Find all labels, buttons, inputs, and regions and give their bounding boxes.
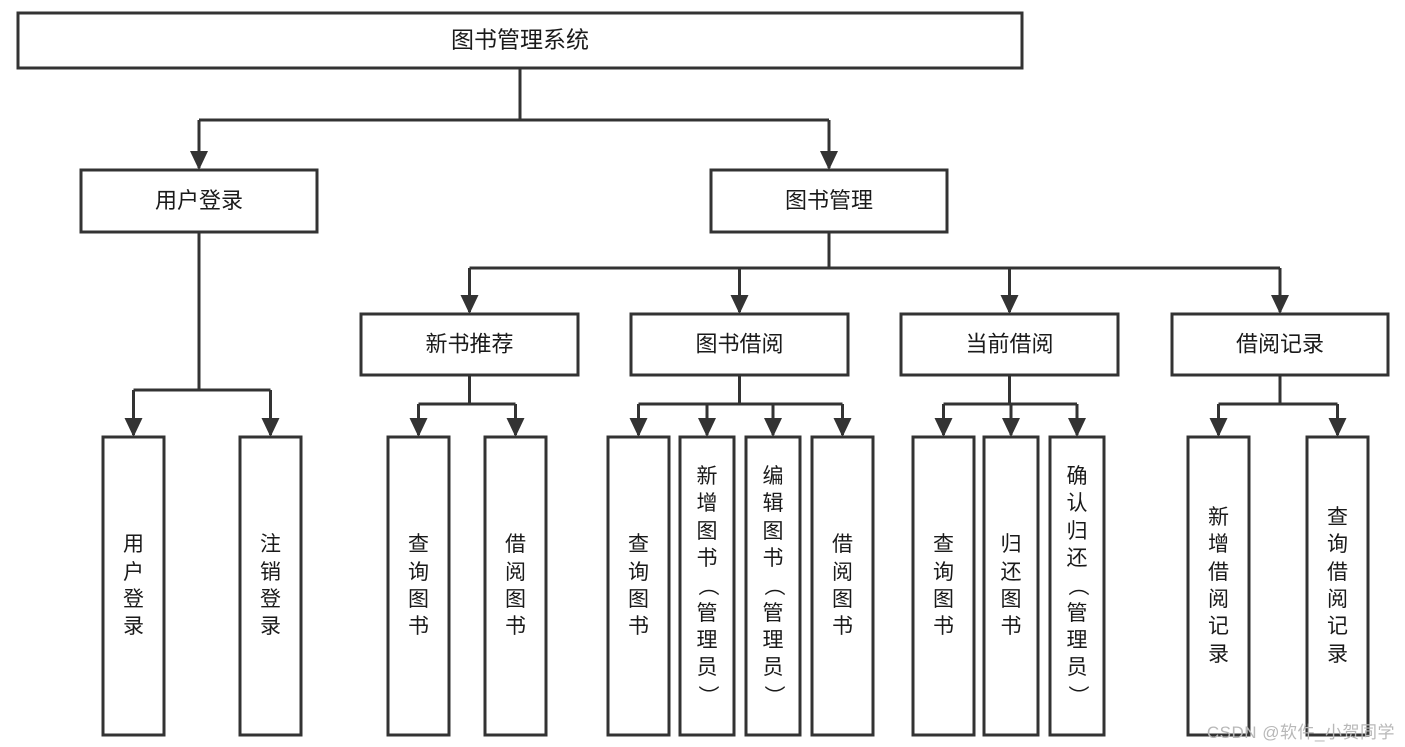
leaf-node-rect-确认归还（管理员）[interactable] (1048, 435, 1106, 737)
level3-node-当前借阅-rect[interactable] (899, 312, 1120, 377)
level2-node-图书管理-rect[interactable] (709, 168, 949, 234)
level2-node-用户登录-label: 用户登录 (155, 188, 243, 213)
connector-layer (124, 68, 1347, 437)
borrow-to-leaves-arrow-2 (764, 418, 782, 437)
borrow-to-leaves-arrow-3 (833, 418, 852, 437)
current-to-leaves-arrow-2 (1068, 418, 1086, 437)
current-to-leaves-arrow-1 (1002, 418, 1020, 437)
leaf-node-rect-查询图书[interactable] (606, 435, 671, 737)
book-mgmt-to-level3-arrow-1 (730, 295, 749, 314)
record-to-leaves-arrow-1 (1328, 418, 1347, 437)
root-node-图书管理系统-rect[interactable] (16, 11, 1024, 70)
newbook-to-leaves-arrow-1 (506, 418, 525, 437)
level2-node-图书管理[interactable]: 图书管理 (709, 168, 949, 234)
leaf-node-rect-查询图书[interactable] (386, 435, 451, 737)
record-to-leaves-arrow-0 (1209, 418, 1228, 437)
leaf-node-查询图书[interactable] (386, 435, 451, 737)
level3-node-新书推荐-label: 新书推荐 (425, 331, 513, 356)
leaf-node-借阅图书[interactable] (483, 435, 548, 737)
newbook-to-leaves-arrow-0 (409, 418, 428, 437)
level3-node-新书推荐-rect[interactable] (359, 312, 580, 377)
leaf-node-rect-新增图书（管理员）[interactable] (678, 435, 736, 737)
leaf-node-归还图书[interactable] (982, 435, 1040, 737)
leaf-node-rect-借阅图书[interactable] (483, 435, 548, 737)
leaf-node-注销登录[interactable] (238, 435, 303, 737)
level3-node-图书借阅[interactable]: 图书借阅 (629, 312, 850, 377)
root-node-图书管理系统-label: 图书管理系统 (451, 27, 589, 53)
leaf-node-rect-借阅图书[interactable] (810, 435, 875, 737)
leaf-node-rect-查询图书[interactable] (911, 435, 976, 737)
book-mgmt-to-level3-arrow-0 (460, 295, 479, 314)
level2-node-图书管理-label: 图书管理 (785, 188, 873, 213)
leaf-node-rect-查询借阅记录[interactable] (1305, 435, 1370, 737)
borrow-to-leaves-arrow-0 (629, 418, 648, 437)
level3-node-借阅记录-rect[interactable] (1170, 312, 1390, 377)
level2-node-用户登录[interactable]: 用户登录 (79, 168, 319, 234)
leaf-node-rect-新增借阅记录[interactable] (1186, 435, 1251, 737)
leaf-node-查询图书[interactable] (911, 435, 976, 737)
book-mgmt-to-level3-arrow-2 (1000, 295, 1019, 314)
leaf-node-查询借阅记录[interactable] (1305, 435, 1370, 737)
level2-node-用户登录-rect[interactable] (79, 168, 319, 234)
root-to-level2-arrow-1 (820, 151, 838, 170)
leaf-node-rect-注销登录[interactable] (238, 435, 303, 737)
leaf-node-新增图书（管理员）[interactable] (678, 435, 736, 737)
level3-node-新书推荐[interactable]: 新书推荐 (359, 312, 580, 377)
leaf-node-rect-编辑图书（管理员）[interactable] (744, 435, 802, 737)
level3-node-当前借阅[interactable]: 当前借阅 (899, 312, 1120, 377)
leaf-node-确认归还（管理员）[interactable] (1048, 435, 1106, 737)
root-to-level2-arrow-0 (190, 151, 208, 170)
leaf-node-编辑图书（管理员）[interactable] (744, 435, 802, 737)
level3-node-借阅记录[interactable]: 借阅记录 (1170, 312, 1390, 377)
borrow-to-leaves-arrow-1 (698, 418, 716, 437)
leaf-node-查询图书[interactable] (606, 435, 671, 737)
level3-node-借阅记录-label: 借阅记录 (1236, 331, 1324, 356)
login-to-leaves-arrow-1 (261, 418, 280, 437)
leaf-node-新增借阅记录[interactable] (1186, 435, 1251, 737)
current-to-leaves-arrow-0 (934, 418, 953, 437)
book-mgmt-to-level3-arrow-3 (1271, 295, 1289, 314)
leaf-node-rect-用户登录[interactable] (101, 435, 166, 737)
leaf-node-借阅图书[interactable] (810, 435, 875, 737)
login-to-leaves-arrow-0 (124, 418, 143, 437)
level3-node-当前借阅-label: 当前借阅 (965, 331, 1053, 356)
level3-node-图书借阅-rect[interactable] (629, 312, 850, 377)
leaf-node-用户登录[interactable] (101, 435, 166, 737)
leaf-node-rect-归还图书[interactable] (982, 435, 1040, 737)
root-node-图书管理系统[interactable]: 图书管理系统 (16, 11, 1024, 70)
level3-node-图书借阅-label: 图书借阅 (695, 331, 783, 356)
